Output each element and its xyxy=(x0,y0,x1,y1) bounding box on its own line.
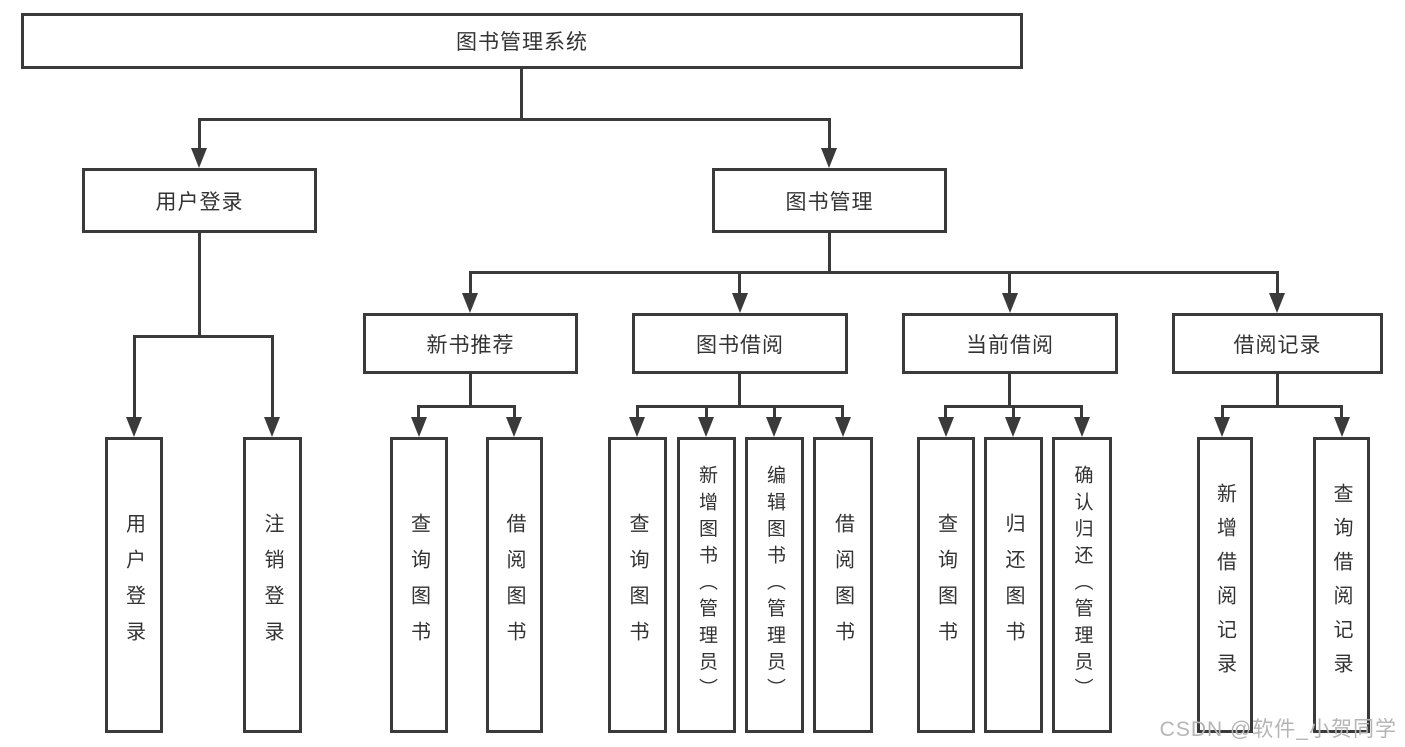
arrowhead-down-icon xyxy=(698,417,714,437)
connector-stem-line xyxy=(828,233,831,271)
connector-drop-line xyxy=(1080,405,1083,417)
leaf-logout-label: 注销登录 xyxy=(261,513,283,657)
leaf-query-borrow-record: 查询借阅记录 xyxy=(1313,437,1370,733)
arrowhead-down-icon xyxy=(732,293,748,313)
node-current-borrow-label: 当前借阅 xyxy=(966,333,1054,357)
arrowhead-down-icon xyxy=(506,417,522,437)
arrowhead-down-icon xyxy=(821,148,837,168)
connector-drop-line xyxy=(841,405,844,417)
leaf-add-books-admin-label: 新增图书（管理员） xyxy=(696,465,717,705)
leaf-return-books: 归还图书 xyxy=(984,437,1043,733)
node-borrow-records: 借阅记录 xyxy=(1172,313,1383,374)
leaf-recommend-query-books-label: 查询图书 xyxy=(407,513,430,657)
arrowhead-down-icon xyxy=(1002,293,1018,313)
node-book-borrow-label: 图书借阅 xyxy=(696,333,784,357)
leaf-user-login-label: 用户登录 xyxy=(122,513,145,657)
arrowhead-down-icon xyxy=(411,417,427,437)
leaf-edit-books-admin: 编辑图书（管理员） xyxy=(745,437,804,733)
connector-stem-line xyxy=(738,374,741,405)
connector-rail-line xyxy=(469,271,1279,274)
arrowhead-down-icon xyxy=(766,417,782,437)
arrowhead-down-icon xyxy=(462,293,478,313)
connector-drop-line xyxy=(944,405,947,417)
leaf-add-books-admin: 新增图书（管理员） xyxy=(677,437,736,733)
connector-drop-line xyxy=(417,405,420,417)
connector-drop-line xyxy=(636,405,639,417)
node-current-borrow: 当前借阅 xyxy=(902,313,1118,374)
arrowhead-down-icon xyxy=(938,417,954,437)
leaf-return-books-label: 归还图书 xyxy=(1002,513,1024,657)
connector-drop-line xyxy=(705,405,708,417)
leaf-borrow-books: 借阅图书 xyxy=(813,437,873,733)
connector-drop-line xyxy=(773,405,776,417)
leaf-logout: 注销登录 xyxy=(243,437,302,733)
connector-drop-line xyxy=(1221,405,1224,417)
connector-drop-line xyxy=(1012,405,1015,417)
arrowhead-down-icon xyxy=(1269,293,1285,313)
leaf-recommend-query-books: 查询图书 xyxy=(390,437,448,733)
watermark: CSDN @软件_小贺同学 xyxy=(1159,718,1397,741)
leaf-user-login: 用户登录 xyxy=(105,437,163,733)
connector-rail-line xyxy=(198,118,831,121)
node-user-login: 用户登录 xyxy=(82,168,317,233)
connector-drop-line xyxy=(1008,271,1011,293)
node-new-book-recommend: 新书推荐 xyxy=(363,313,578,374)
leaf-confirm-return-admin-label: 确认归还（管理员） xyxy=(1071,465,1093,705)
leaf-edit-books-admin-label: 编辑图书（管理员） xyxy=(764,465,785,705)
connector-rail-line xyxy=(636,405,844,408)
connector-stem-line xyxy=(1276,374,1279,405)
node-book-management: 图书管理 xyxy=(712,168,947,233)
leaf-current-query-books: 查询图书 xyxy=(917,437,975,733)
node-book-borrow: 图书借阅 xyxy=(632,313,848,374)
connector-rail-line xyxy=(1221,405,1343,408)
leaf-add-borrow-record-label: 新增借阅记录 xyxy=(1213,483,1236,687)
leaf-confirm-return-admin: 确认归还（管理员） xyxy=(1052,437,1112,733)
arrowhead-down-icon xyxy=(264,417,280,437)
connector-drop-line xyxy=(271,335,274,417)
node-user-login-label: 用户登录 xyxy=(155,190,244,214)
leaf-borrow-query-books: 查询图书 xyxy=(608,437,667,733)
node-new-book-recommend-label: 新书推荐 xyxy=(426,333,515,357)
arrowhead-down-icon xyxy=(1005,417,1021,437)
connector-drop-line xyxy=(133,335,136,417)
leaf-recommend-borrow-books: 借阅图书 xyxy=(486,437,543,733)
leaf-borrow-query-books-label: 查询图书 xyxy=(626,513,648,657)
node-root-label: 图书管理系统 xyxy=(456,31,588,54)
arrowhead-down-icon xyxy=(1334,417,1350,437)
connector-rail-line xyxy=(133,335,274,338)
connector-drop-line xyxy=(513,405,516,417)
connector-drop-line xyxy=(198,118,201,148)
connector-stem-line xyxy=(469,374,472,405)
arrowhead-down-icon xyxy=(1074,417,1090,437)
node-root: 图书管理系统 xyxy=(21,13,1023,69)
connector-rail-line xyxy=(417,405,516,408)
connector-drop-line xyxy=(828,118,831,148)
arrowhead-down-icon xyxy=(1214,417,1230,437)
node-borrow-records-label: 借阅记录 xyxy=(1233,333,1322,357)
node-book-management-label: 图书管理 xyxy=(785,190,874,214)
connector-drop-line xyxy=(1276,271,1279,293)
connector-stem-line xyxy=(198,233,201,335)
arrowhead-down-icon xyxy=(191,148,207,168)
connector-stem-line xyxy=(1008,374,1011,405)
leaf-add-borrow-record: 新增借阅记录 xyxy=(1197,437,1253,733)
connector-stem-line xyxy=(520,69,523,118)
leaf-borrow-books-label: 借阅图书 xyxy=(831,513,854,657)
arrowhead-down-icon xyxy=(126,417,142,437)
connector-drop-line xyxy=(469,271,472,293)
leaf-query-borrow-record-label: 查询借阅记录 xyxy=(1330,483,1352,687)
leaf-current-query-books-label: 查询图书 xyxy=(934,513,957,657)
arrowhead-down-icon xyxy=(629,417,645,437)
connector-drop-line xyxy=(1340,405,1343,417)
arrowhead-down-icon xyxy=(835,417,851,437)
connector-drop-line xyxy=(738,271,741,293)
leaf-recommend-borrow-books-label: 借阅图书 xyxy=(503,513,525,657)
